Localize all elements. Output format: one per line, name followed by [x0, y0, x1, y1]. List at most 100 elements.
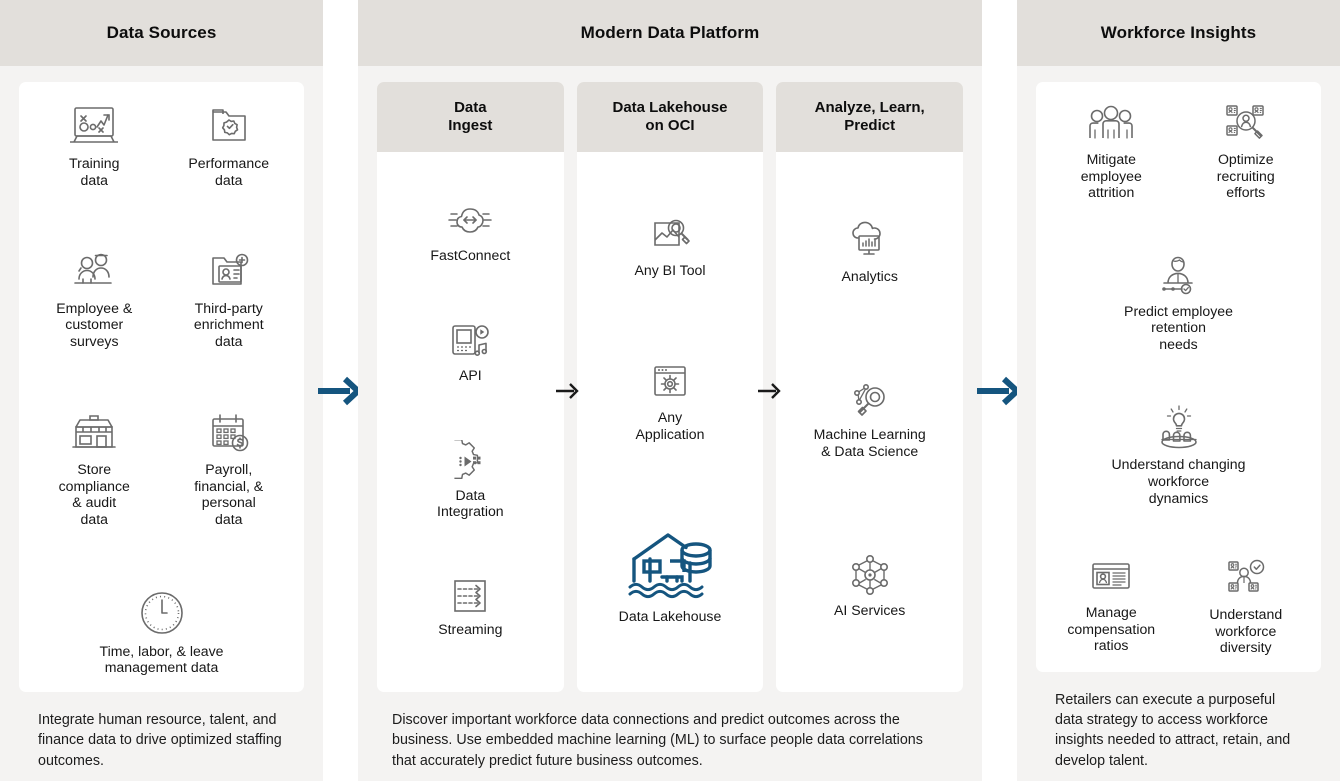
subcolumn-data-ingest: Data Ingest FastConne	[377, 82, 564, 693]
item-label: Understand changing workforce dynamics	[1111, 456, 1246, 506]
subcolumn-title: Analyze, Learn, Predict	[776, 82, 964, 152]
caption-modern-data-platform: Discover important workforce data connec…	[392, 712, 923, 769]
data-integration-icon	[446, 439, 494, 482]
any-application-icon	[647, 362, 693, 404]
item-third-party-data[interactable]: Third-party enrichment data	[194, 249, 264, 350]
item-training-data[interactable]: Training data	[66, 102, 122, 188]
item-label: Time, labor, & leave management data	[99, 642, 224, 676]
caption-data-sources: Integrate human resource, talent, and fi…	[38, 712, 282, 769]
third-party-data-icon	[203, 249, 255, 295]
panel-header-workforce-insights: Workforce Insights	[1017, 0, 1340, 66]
api-icon	[446, 320, 494, 362]
subcolumn-body: Analytics	[776, 152, 963, 692]
item-label: Analytics	[841, 268, 898, 285]
data-sources-card: Training data Performance data	[19, 82, 304, 693]
item-machine-learning[interactable]: Machine Learning & Data Science	[814, 379, 926, 459]
item-label: Manage compensation ratios	[1067, 603, 1156, 654]
item-understand-dynamics[interactable]: Understand changing workforce dynamics	[1112, 403, 1246, 506]
item-understand-diversity[interactable]: Understand workforce diversity	[1209, 557, 1282, 656]
item-employee-customer-surveys[interactable]: Employee & customer surveys	[56, 249, 132, 350]
subcolumn-data-lakehouse: Data Lakehouse on OCI	[576, 82, 764, 693]
diversity-icon	[1220, 557, 1272, 601]
item-label: Store compliance & audit data	[58, 460, 130, 527]
item-label: Data Lakehouse	[618, 608, 722, 625]
data-sources-grid: Training data Performance data	[19, 82, 304, 692]
analytics-icon	[846, 221, 894, 263]
item-ai-services[interactable]: AI Services	[834, 553, 905, 619]
data-lakehouse-icon	[622, 525, 718, 603]
item-data-lakehouse[interactable]: Data Lakehouse	[618, 525, 722, 625]
idea-team-icon	[1151, 403, 1207, 451]
training-data-icon	[66, 102, 122, 150]
subcolumn-title: Data Ingest	[377, 82, 564, 152]
item-label: Optimize recruiting efforts	[1216, 151, 1275, 201]
arrow-gap-left	[317, 0, 362, 781]
item-label: Streaming	[438, 621, 503, 638]
item-any-application[interactable]: Any Application	[635, 362, 705, 442]
workforce-insights-grid: Mitigate employee attrition	[1036, 82, 1321, 672]
arrow-right-small-icon	[556, 380, 582, 402]
arrow-gap-right	[976, 0, 1021, 781]
item-label: FastConnect	[430, 247, 511, 264]
subcolumn-title: Data Lakehouse on OCI	[576, 82, 764, 152]
item-streaming[interactable]: Streaming	[438, 576, 502, 638]
subcolumn-body: Any BI Tool	[577, 152, 764, 692]
streaming-icon	[446, 576, 494, 616]
subcolumn-body: FastConnect	[377, 152, 564, 692]
item-fastconnect[interactable]: FastConnect	[430, 202, 510, 264]
panel-title: Workforce Insights	[1100, 23, 1257, 43]
panel-body-modern-data-platform: Data Ingest FastConne	[358, 66, 982, 781]
performance-data-icon	[203, 102, 255, 150]
item-label: Training data	[69, 155, 120, 188]
clock-icon	[135, 588, 189, 638]
item-time-labor-leave[interactable]: Time, labor, & leave management data	[99, 588, 224, 676]
item-label: Machine Learning & Data Science	[813, 425, 926, 459]
people-group-icon	[1083, 102, 1139, 146]
item-label: Any BI Tool	[634, 262, 706, 279]
item-label: Employee & customer surveys	[56, 299, 133, 349]
panel-modern-data-platform: Modern Data Platform	[358, 0, 982, 781]
panel-data-sources: Data Sources	[0, 0, 323, 781]
machine-learning-icon	[846, 379, 894, 421]
item-label: Mitigate employee attrition	[1080, 151, 1142, 201]
panel-title: Modern Data Platform	[580, 23, 760, 43]
item-optimize-recruiting[interactable]: Optimize recruiting efforts	[1217, 102, 1275, 201]
subcolumn-analyze-learn-predict: Analyze, Learn, Predict	[776, 82, 964, 693]
workforce-insights-card: Mitigate employee attrition	[1036, 82, 1321, 672]
item-analytics[interactable]: Analytics	[841, 221, 898, 285]
panel-body-data-sources: Training data Performance data	[0, 66, 323, 781]
item-label: Data Integration	[437, 486, 504, 520]
caption-workforce-insights: Retailers can execute a purposeful data …	[1055, 691, 1291, 769]
arrow-right-icon	[317, 374, 364, 408]
payroll-calendar-icon	[203, 410, 255, 456]
item-data-integration[interactable]: Data Integration	[437, 439, 504, 520]
item-label: API	[458, 366, 482, 383]
platform-subcolumns: Data Ingest FastConne	[377, 82, 964, 693]
store-icon	[68, 410, 120, 456]
surveys-icon	[66, 249, 122, 295]
bi-tool-icon	[645, 215, 695, 257]
item-api[interactable]: API	[446, 320, 494, 384]
panel-body-workforce-insights: Mitigate employee attrition	[1017, 66, 1340, 781]
item-label: Third-party enrichment data	[193, 299, 264, 349]
arrow-right-icon	[976, 374, 1023, 408]
item-label: Performance data	[188, 155, 270, 188]
panel-header-modern-data-platform: Modern Data Platform	[358, 0, 982, 66]
item-label: Any Application	[635, 408, 705, 442]
item-label: Payroll, financial, & personal data	[194, 460, 264, 527]
item-label: Predict employee retention needs	[1124, 302, 1233, 352]
item-performance-data[interactable]: Performance data	[188, 102, 269, 188]
arrow-right-small-icon	[758, 380, 784, 402]
retention-icon	[1150, 252, 1206, 298]
item-mitigate-attrition[interactable]: Mitigate employee attrition	[1081, 102, 1142, 201]
compensation-icon	[1085, 557, 1137, 599]
item-payroll-financial[interactable]: Payroll, financial, & personal data	[194, 410, 263, 528]
ai-services-icon	[846, 553, 894, 597]
item-any-bi-tool[interactable]: Any BI Tool	[634, 215, 706, 279]
item-predict-retention[interactable]: Predict employee retention needs	[1124, 252, 1233, 353]
item-label: Understand workforce diversity	[1209, 605, 1283, 656]
item-store-compliance[interactable]: Store compliance & audit data	[59, 410, 130, 528]
item-label: AI Services	[834, 602, 906, 619]
item-manage-compensation[interactable]: Manage compensation ratios	[1067, 557, 1155, 656]
